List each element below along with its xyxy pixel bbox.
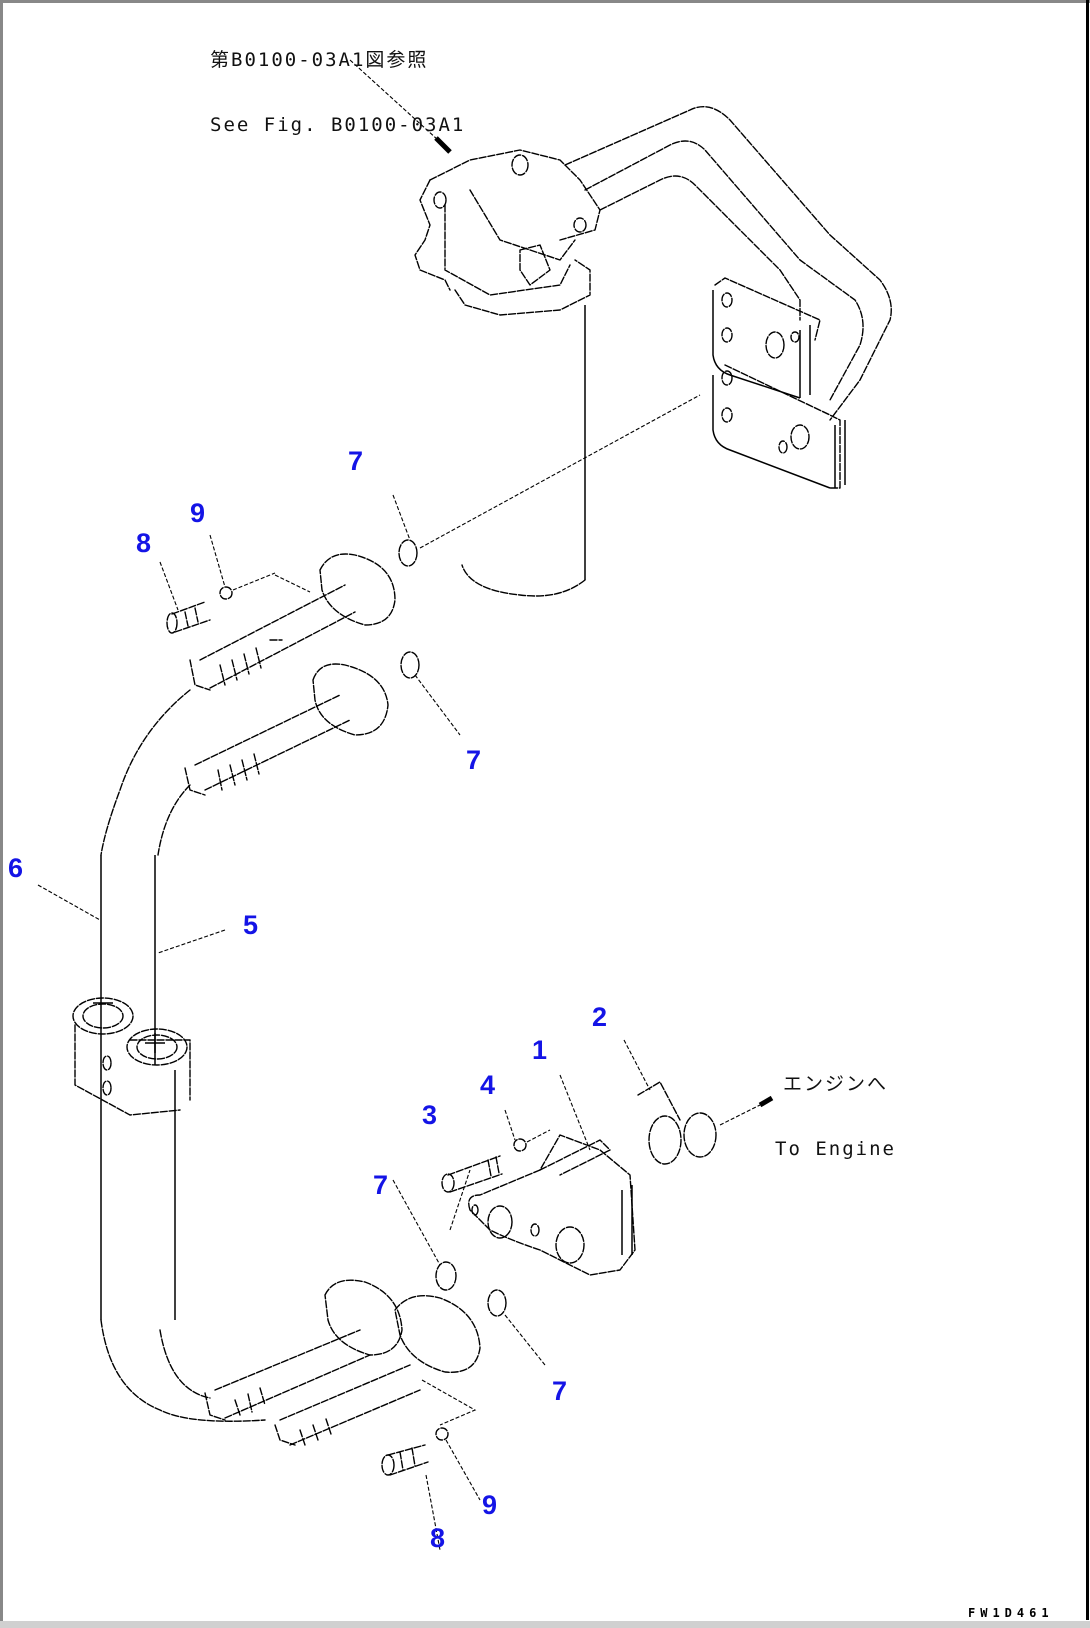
o-ring-upper-2 xyxy=(400,651,420,679)
frame-left-border xyxy=(0,0,3,1628)
pipe-6 xyxy=(100,689,266,1422)
o-ring-upper-1 xyxy=(398,539,418,567)
callout-7-middle[interactable]: 7 xyxy=(466,745,482,775)
callout-9-upper[interactable]: 9 xyxy=(190,498,206,528)
reference-note-en: See Fig. B0100-03A1 xyxy=(210,114,466,137)
pipe-end-upper-2 xyxy=(184,663,389,796)
pipe-end-upper-1 xyxy=(189,553,396,691)
callout-7-lower-left[interactable]: 7 xyxy=(373,1170,389,1200)
washer-upper-leader-line xyxy=(232,572,276,591)
callout-5[interactable]: 5 xyxy=(243,910,259,940)
assembly-centerline xyxy=(419,394,701,549)
washer-upper xyxy=(219,586,233,600)
bolt-lower xyxy=(381,1444,429,1476)
callout-9-lower[interactable]: 9 xyxy=(482,1490,498,1520)
callout-8-upper[interactable]: 8 xyxy=(136,528,152,558)
engine-note: エンジンへ To Engine xyxy=(775,1030,896,1183)
washer-4-axis-line xyxy=(526,1129,551,1143)
o-ring-lower-2 xyxy=(487,1289,507,1317)
mounting-bracket xyxy=(712,277,846,489)
frame-bottom-border xyxy=(0,1621,1090,1628)
adapter-block xyxy=(468,1134,636,1276)
pipe-clamp xyxy=(72,997,191,1116)
callout-1[interactable]: 1 xyxy=(532,1035,548,1065)
callout-3[interactable]: 3 xyxy=(422,1100,438,1130)
pipe-end-lower-1 xyxy=(204,1279,403,1421)
engine-arrow-icon xyxy=(758,1095,774,1108)
engine-leader xyxy=(719,1104,761,1126)
upper-pipe xyxy=(564,106,892,421)
bolt-3 xyxy=(441,1155,503,1193)
frame-top-border xyxy=(0,0,1090,3)
callout-leaders xyxy=(37,494,651,1551)
frame-right-border xyxy=(1086,0,1089,1620)
bolt-upper xyxy=(166,601,211,634)
ref-note-leader xyxy=(349,59,439,141)
washer-lower xyxy=(435,1427,449,1441)
pipe-end-lower-2 xyxy=(274,1295,481,1446)
figure-code: FW1D461 xyxy=(968,1606,1054,1620)
o-ring-lower-1 xyxy=(435,1261,457,1291)
callout-8-lower[interactable]: 8 xyxy=(430,1523,446,1553)
filter-canister xyxy=(461,305,586,597)
callout-7-lower-right[interactable]: 7 xyxy=(552,1376,568,1406)
callout-4[interactable]: 4 xyxy=(480,1070,496,1100)
callout-7-upper[interactable]: 7 xyxy=(348,446,364,476)
o-rings-part-2 xyxy=(637,1081,717,1165)
reference-note-jp: 第B0100-03A1図参照 xyxy=(210,48,429,71)
engine-note-jp: エンジンへ xyxy=(783,1072,889,1095)
pipe-5 xyxy=(154,784,211,1399)
washer-4 xyxy=(513,1138,527,1152)
ref-arrow-icon xyxy=(434,136,452,154)
engine-note-en: To Engine xyxy=(775,1138,896,1161)
callout-6[interactable]: 6 xyxy=(8,853,24,883)
callout-2[interactable]: 2 xyxy=(592,1002,608,1032)
filter-head xyxy=(414,149,601,316)
reference-note: 第B0100-03A1図参照 See Fig. B0100-03A1 xyxy=(210,6,465,159)
